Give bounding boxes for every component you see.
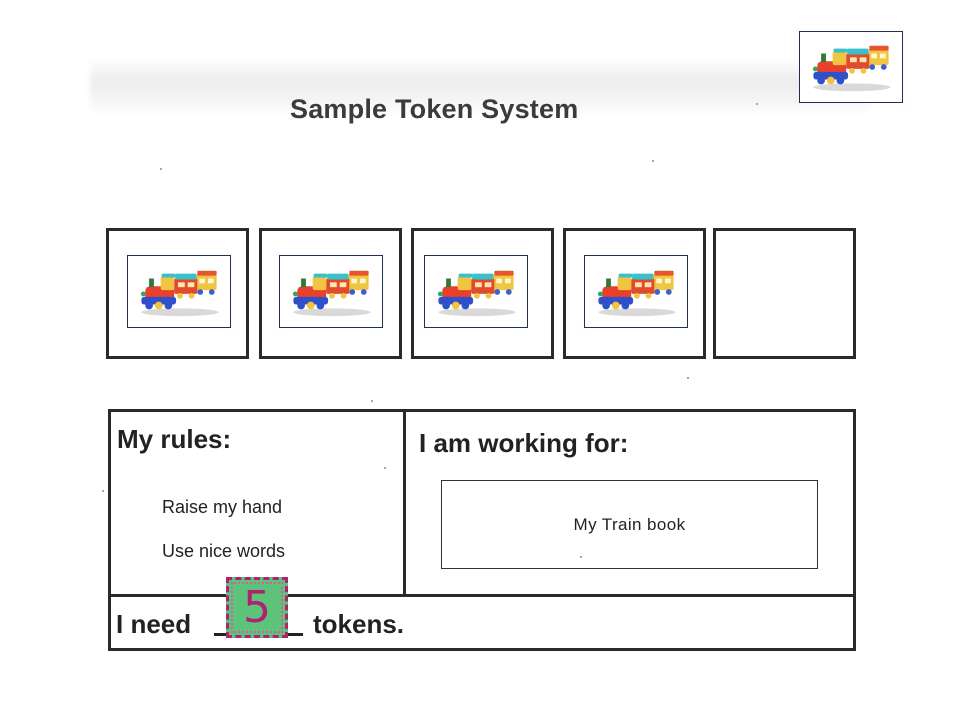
scan-speck [160, 168, 162, 170]
rule-item-1: Raise my hand [162, 497, 283, 517]
reward-heading: I am working for: [419, 428, 629, 458]
toy-train-icon [432, 265, 520, 319]
scan-smudge [90, 58, 870, 116]
scan-speck [384, 467, 386, 469]
table-column-divider [403, 411, 406, 596]
scan-speck [756, 103, 758, 105]
tokens-needed-prefix: I need [116, 609, 192, 639]
earned-token-3[interactable] [424, 255, 528, 328]
rules-reward-table [108, 409, 856, 651]
token-slot-5 [713, 228, 856, 359]
scan-speck [687, 377, 689, 379]
reward-token-sample [799, 31, 903, 103]
tokens-needed-suffix: tokens. [313, 609, 405, 639]
reward-value: My Train book [573, 514, 686, 534]
scan-speck [652, 160, 654, 162]
reward-box[interactable]: My Train book [441, 480, 818, 569]
toy-train-icon [287, 265, 375, 319]
token-count-value: 5 [243, 581, 271, 633]
toy-train-icon [135, 265, 223, 319]
toy-train-icon [807, 40, 895, 94]
earned-token-2[interactable] [279, 255, 383, 328]
earned-token-1[interactable] [127, 255, 231, 328]
scan-speck [580, 556, 582, 558]
scan-speck [102, 490, 104, 492]
table-row-divider [110, 594, 854, 597]
rules-heading: My rules: [117, 424, 232, 454]
token-count-badge[interactable]: 5 [226, 577, 288, 638]
earned-token-4[interactable] [584, 255, 688, 328]
scan-speck [371, 400, 373, 402]
page-title: Sample Token System [290, 94, 579, 124]
rule-item-2: Use nice words [162, 541, 286, 561]
toy-train-icon [592, 265, 680, 319]
